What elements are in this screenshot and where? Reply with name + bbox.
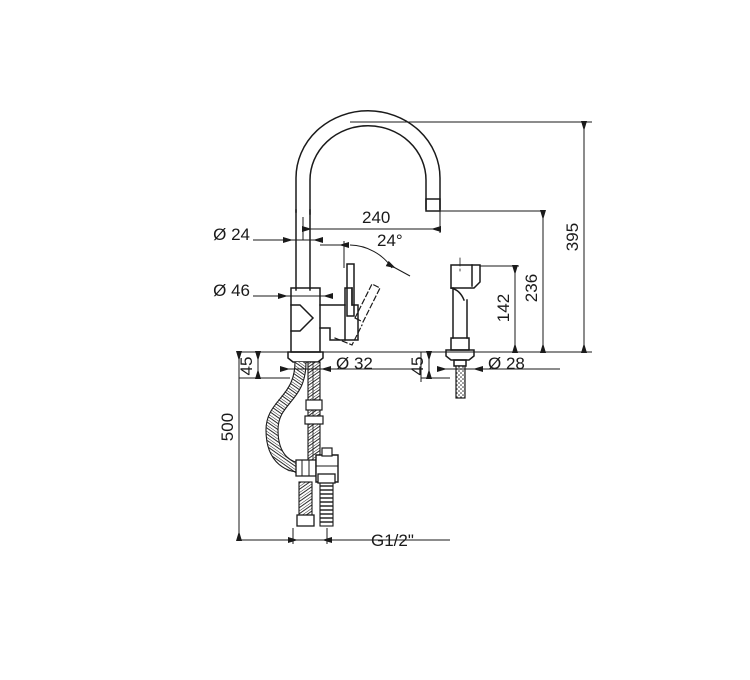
dimension-labels: 240 Ø 24 Ø 46 24° Ø 32 Ø 28 395 236 142 … xyxy=(213,208,582,550)
hose-union-nut xyxy=(295,459,317,477)
label-counter-thickness-right: 45 xyxy=(408,357,427,376)
lever-arm xyxy=(346,263,355,317)
corrugated-tube-nut xyxy=(317,473,336,484)
label-spout-tube-diameter: Ø 24 xyxy=(213,225,250,244)
hose-assembly-geometry xyxy=(265,361,339,527)
corrugation-ribs xyxy=(320,485,333,523)
dimension-lines xyxy=(236,121,592,544)
label-counter-thickness-left: 45 xyxy=(237,357,256,376)
label-spray-body-height: 142 xyxy=(494,294,513,322)
supply-collar-mid xyxy=(304,415,324,425)
center-braided-supply xyxy=(307,361,321,463)
corrugated-tube xyxy=(319,481,334,527)
spout-outer-curve xyxy=(295,110,441,213)
label-overall-height: 395 xyxy=(563,223,582,251)
label-spray-base-diameter: Ø 28 xyxy=(488,354,525,373)
label-thread-size: G1/2" xyxy=(371,531,414,550)
spray-braided-hose xyxy=(266,361,306,474)
label-spout-reach: 240 xyxy=(362,208,390,227)
spray-threaded-shank xyxy=(455,365,466,399)
spout-inner-curve xyxy=(309,125,427,215)
lower-tail-nut xyxy=(296,514,315,527)
side-spray-geometry xyxy=(445,257,481,399)
spout-outlet xyxy=(425,198,441,212)
spray-deck-flange xyxy=(445,349,475,361)
tee-top-port xyxy=(321,447,333,457)
body-notch xyxy=(290,304,315,332)
lever-housing xyxy=(319,287,359,341)
label-base-diameter: Ø 32 xyxy=(336,354,373,373)
spray-hose-outline-inner xyxy=(277,361,307,464)
spray-head-cap xyxy=(450,264,481,289)
dim-line-angle-leader xyxy=(385,260,411,277)
label-hose-length: 500 xyxy=(218,413,237,441)
label-body-diameter: Ø 46 xyxy=(213,281,250,300)
spray-hose-outline-outer xyxy=(265,361,306,473)
label-lever-angle: 24° xyxy=(377,231,403,250)
label-spray-total-height: 236 xyxy=(522,274,541,302)
lever-arm-open-position xyxy=(334,283,381,346)
supply-collar-upper xyxy=(305,399,323,411)
